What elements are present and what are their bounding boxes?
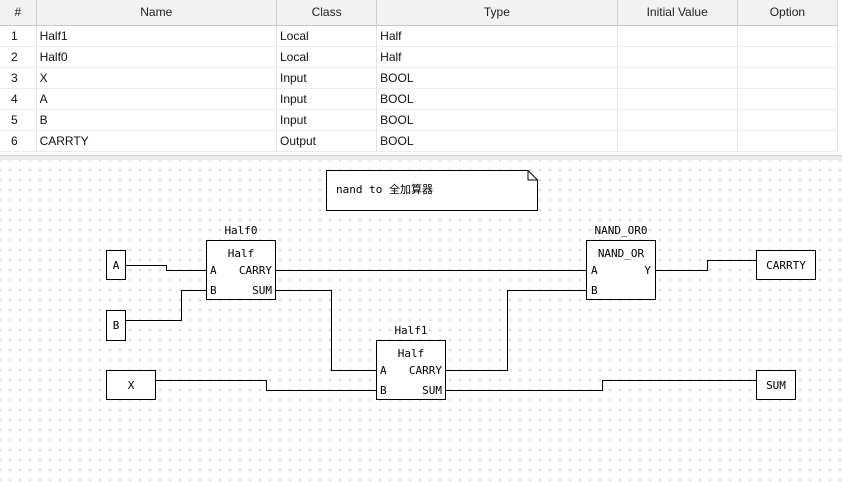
column-header-number[interactable]: #: [0, 0, 37, 26]
column-header-initial-value[interactable]: Initial Value: [617, 0, 738, 26]
comment-text: nand to 全加算器: [336, 182, 433, 196]
function-block-half0[interactable]: Half0 Half A B CARRY SUM: [206, 224, 276, 300]
table-row[interactable]: 5 B Input BOOL: [0, 109, 839, 131]
table-row[interactable]: 6 CARRTY Output BOOL: [0, 130, 839, 152]
port-in-b: B: [210, 284, 217, 297]
cell-type[interactable]: Half: [376, 46, 618, 68]
port-out-sum: SUM: [252, 284, 272, 297]
cell-option[interactable]: [737, 25, 839, 47]
column-header-type[interactable]: Type: [376, 0, 618, 26]
cell-name[interactable]: Half0: [36, 46, 277, 68]
svg-text:CARRTY: CARRTY: [766, 259, 806, 272]
function-block-nand-or0[interactable]: NAND_OR0 NAND_OR A B Y: [586, 224, 656, 300]
variable-table: # Name Class Type Initial Value Option 1…: [0, 0, 842, 155]
wire-half1-sum-to-sum: [446, 380, 757, 391]
output-variable-sum[interactable]: SUM: [756, 370, 796, 400]
wire-x-to-half1: [156, 380, 377, 391]
cell-option[interactable]: [737, 88, 839, 110]
function-block-half1[interactable]: Half1 Half A B CARRY SUM: [376, 324, 446, 400]
cell-name[interactable]: CARRTY: [36, 130, 277, 152]
block-type-name: NAND_OR: [598, 247, 645, 260]
diagram-svg: nand to 全加算器 A B X Half0: [106, 170, 816, 400]
cell-initial-value[interactable]: [617, 25, 738, 47]
port-in-a: A: [210, 264, 217, 277]
cell-name[interactable]: A: [36, 88, 277, 110]
block-instance-name: Half1: [394, 324, 427, 337]
wire-half1-carry-to-nandor: [446, 290, 587, 371]
input-variable-a[interactable]: A: [106, 250, 126, 280]
cell-initial-value[interactable]: [617, 130, 738, 152]
cell-class[interactable]: Local: [276, 46, 378, 68]
output-variable-carrty[interactable]: CARRTY: [756, 250, 816, 280]
row-number: 5: [0, 109, 37, 131]
table-row[interactable]: 1 Half1 Local Half: [0, 25, 839, 47]
table-header-row: # Name Class Type Initial Value Option: [0, 0, 839, 26]
svg-text:SUM: SUM: [766, 379, 786, 392]
cell-type[interactable]: BOOL: [376, 88, 618, 110]
cell-type[interactable]: BOOL: [376, 130, 618, 152]
row-number: 6: [0, 130, 37, 152]
cell-name[interactable]: Half1: [36, 25, 277, 47]
port-in-b: B: [591, 284, 598, 297]
port-in-a: A: [591, 264, 598, 277]
cell-option[interactable]: [737, 46, 839, 68]
column-header-option[interactable]: Option: [737, 0, 839, 26]
cell-initial-value[interactable]: [617, 109, 738, 131]
row-number: 4: [0, 88, 37, 110]
cell-class[interactable]: Input: [276, 67, 378, 89]
cell-initial-value[interactable]: [617, 67, 738, 89]
svg-text:B: B: [113, 319, 120, 332]
table-row[interactable]: 3 X Input BOOL: [0, 67, 839, 89]
block-instance-name: Half0: [224, 224, 257, 237]
wire-a-to-half0: [126, 265, 207, 271]
column-header-class[interactable]: Class: [276, 0, 378, 26]
table-row[interactable]: 2 Half0 Local Half: [0, 46, 839, 68]
port-out-carry: CARRY: [239, 264, 272, 277]
cell-name[interactable]: B: [36, 109, 277, 131]
cell-class[interactable]: Output: [276, 130, 378, 152]
cell-type[interactable]: BOOL: [376, 109, 618, 131]
row-number: 1: [0, 25, 37, 47]
input-variable-x[interactable]: X: [106, 370, 156, 400]
cell-initial-value[interactable]: [617, 46, 738, 68]
table-row[interactable]: 4 A Input BOOL: [0, 88, 839, 110]
wire-nandor-to-carrty: [656, 260, 757, 271]
wires: [126, 260, 757, 391]
svg-text:A: A: [113, 259, 120, 272]
block-instance-name: NAND_OR0: [595, 224, 648, 237]
cell-class[interactable]: Input: [276, 109, 378, 131]
cell-type[interactable]: BOOL: [376, 67, 618, 89]
pane-splitter[interactable]: [0, 155, 842, 160]
port-in-b: B: [380, 384, 387, 397]
cell-option[interactable]: [737, 130, 839, 152]
port-in-a: A: [380, 364, 387, 377]
cell-type[interactable]: Half: [376, 25, 618, 47]
port-out-y: Y: [644, 264, 651, 277]
cell-option[interactable]: [737, 67, 839, 89]
port-out-carry: CARRY: [409, 364, 442, 377]
wire-half0-sum-to-half1: [276, 290, 377, 371]
comment-box[interactable]: nand to 全加算器: [326, 170, 538, 211]
cell-option[interactable]: [737, 109, 839, 131]
port-out-sum: SUM: [422, 384, 442, 397]
block-type-name: Half: [228, 247, 255, 260]
row-number: 3: [0, 67, 37, 89]
row-number: 2: [0, 46, 37, 68]
svg-text:X: X: [128, 379, 135, 392]
cell-class[interactable]: Input: [276, 88, 378, 110]
cell-class[interactable]: Local: [276, 25, 378, 47]
cell-initial-value[interactable]: [617, 88, 738, 110]
cell-name[interactable]: X: [36, 67, 277, 89]
input-variable-b[interactable]: B: [106, 310, 126, 341]
wire-b-to-half0: [126, 290, 207, 321]
column-header-name[interactable]: Name: [36, 0, 277, 26]
fbd-diagram-canvas[interactable]: nand to 全加算器 A B X Half0: [0, 160, 842, 482]
block-type-name: Half: [398, 347, 425, 360]
